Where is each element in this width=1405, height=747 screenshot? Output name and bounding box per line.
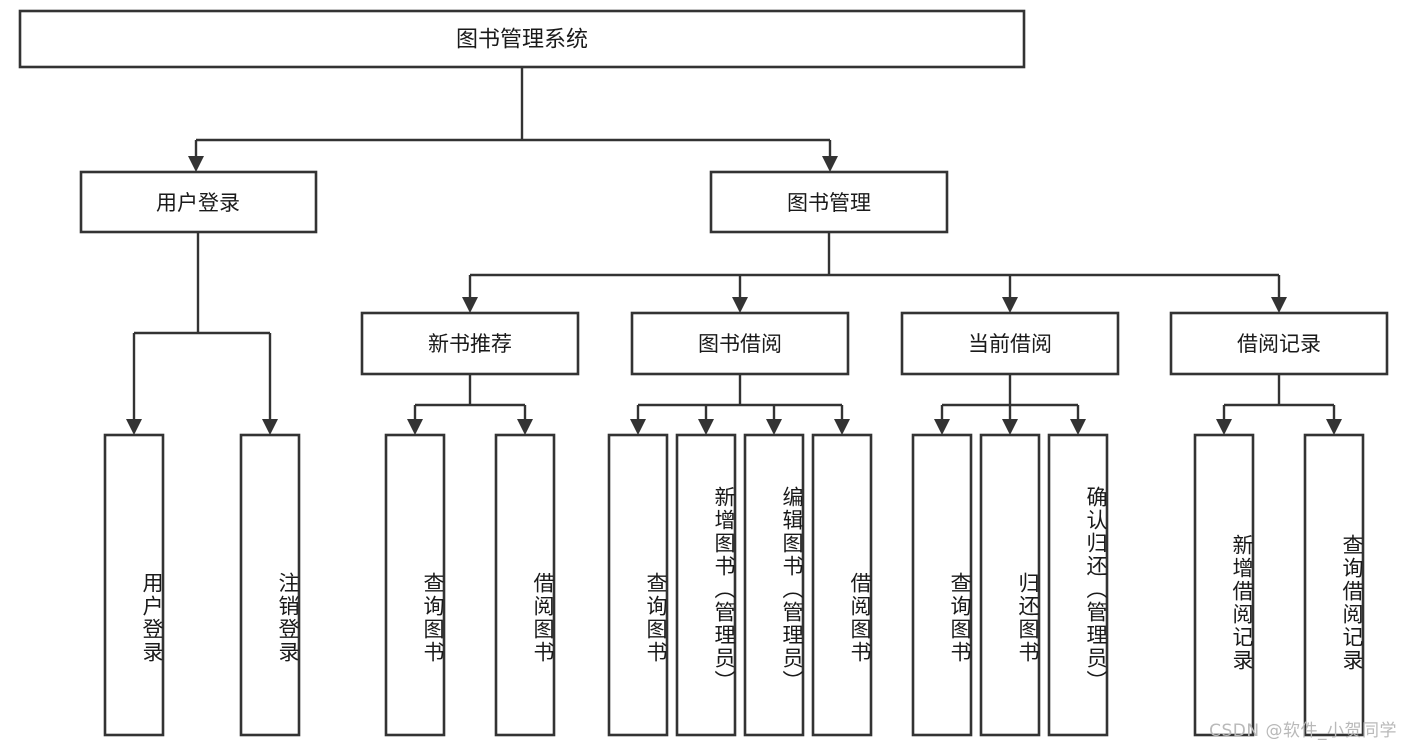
leaf-query-book-1[interactable]: 查询图书: [384, 433, 446, 737]
arrow-head-leaf-query-book-2: [630, 419, 646, 435]
leaf-query-book-2-label: 查询图书: [644, 571, 668, 664]
arrow-head-leaf-user-login: [126, 419, 142, 435]
leaf-add-book-box[interactable]: [675, 433, 737, 737]
leaf-edit-book[interactable]: 编辑图书（管理员）: [743, 433, 805, 737]
new-book-recommend-label: 新书推荐: [428, 332, 512, 356]
arrow-head-leaf-confirm-return: [1070, 419, 1086, 435]
arrow-head-current-borrow: [1002, 297, 1018, 313]
leaf-query-book-1-label: 查询图书: [421, 571, 445, 664]
leaf-query-record-box[interactable]: [1303, 433, 1365, 737]
leaf-user-login-box[interactable]: [103, 433, 165, 737]
arrow-head-leaf-borrow-book-1: [517, 419, 533, 435]
book-borrow-box[interactable]: [630, 311, 850, 376]
leaf-add-record-label: 新增借阅记录: [1230, 533, 1254, 672]
leaf-logout[interactable]: 注销登录: [239, 433, 301, 737]
borrow-record-box[interactable]: [1169, 311, 1389, 376]
node-current-borrow[interactable]: 当前借阅: [900, 311, 1120, 376]
leaf-add-record-box[interactable]: [1193, 433, 1255, 737]
leaf-query-record[interactable]: 查询借阅记录: [1303, 433, 1365, 737]
node-user-login[interactable]: 用户登录: [79, 170, 318, 234]
leaf-return-book-label: 归还图书: [1016, 571, 1040, 664]
leaf-confirm-return-box[interactable]: [1047, 433, 1109, 737]
arrow-head-leaf-query-book-3: [934, 419, 950, 435]
edges-layer: [126, 67, 1342, 435]
root-label: 图书管理系统: [456, 28, 588, 53]
arrow-head-borrow-record: [1271, 297, 1287, 313]
node-book-management[interactable]: 图书管理: [709, 170, 949, 234]
leaf-borrow-book-1[interactable]: 借阅图书: [494, 433, 556, 737]
leaf-query-book-3-box[interactable]: [911, 433, 973, 737]
arrow-head-leaf-borrow-book-2: [834, 419, 850, 435]
arrow-head-book-management: [822, 156, 838, 172]
node-root[interactable]: 图书管理系统: [18, 9, 1026, 69]
leaf-query-book-2-box[interactable]: [607, 433, 669, 737]
arrow-head-leaf-return-book: [1002, 419, 1018, 435]
current-borrow-label: 当前借阅: [968, 332, 1052, 356]
new-book-recommend-box[interactable]: [360, 311, 580, 376]
arrow-head-leaf-add-book: [698, 419, 714, 435]
leaf-borrow-book-2-box[interactable]: [811, 433, 873, 737]
leaf-logout-label: 注销登录: [276, 571, 300, 664]
leaf-return-book-box[interactable]: [979, 433, 1041, 737]
arrow-head-leaf-add-record: [1216, 419, 1232, 435]
book-management-box[interactable]: [709, 170, 949, 234]
leaf-query-book-3[interactable]: 查询图书: [911, 433, 973, 737]
arrow-head-user-login: [188, 156, 204, 172]
node-new-book-recommend[interactable]: 新书推荐: [360, 311, 580, 376]
root-box[interactable]: [18, 9, 1026, 69]
leaf-confirm-return[interactable]: 确认归还（管理员）: [1047, 433, 1109, 737]
node-borrow-record[interactable]: 借阅记录: [1169, 311, 1389, 376]
leaf-user-login[interactable]: 用户登录: [103, 433, 165, 737]
book-management-label: 图书管理: [787, 191, 871, 215]
leaf-add-book[interactable]: 新增图书（管理员）: [675, 433, 737, 737]
leaf-query-book-1-box[interactable]: [384, 433, 446, 737]
arrow-head-book-borrow: [732, 297, 748, 313]
arrow-head-leaf-edit-book: [766, 419, 782, 435]
arrow-head-new-book-recommend: [462, 297, 478, 313]
arrow-head-leaf-query-book-1: [407, 419, 423, 435]
user-login-box[interactable]: [79, 170, 318, 234]
borrow-record-label: 借阅记录: [1237, 332, 1321, 356]
leaf-logout-box[interactable]: [239, 433, 301, 737]
leaf-add-book-label: 新增图书（管理员）: [712, 485, 736, 693]
leaf-borrow-book-1-label: 借阅图书: [531, 571, 555, 664]
leaf-query-record-label: 查询借阅记录: [1340, 533, 1364, 672]
arrow-head-leaf-logout: [262, 419, 278, 435]
arrow-head-leaf-query-record: [1326, 419, 1342, 435]
leaf-borrow-book-2[interactable]: 借阅图书: [811, 433, 873, 737]
leaf-return-book[interactable]: 归还图书: [979, 433, 1041, 737]
leaf-user-login-label: 用户登录: [140, 571, 164, 664]
leaf-edit-book-box[interactable]: [743, 433, 805, 737]
watermark-text: CSDN @软件_小贺同学: [1209, 721, 1397, 741]
leaf-edit-book-label: 编辑图书（管理员）: [780, 485, 804, 693]
leaf-confirm-return-label: 确认归还（管理员）: [1084, 485, 1108, 693]
leaf-query-book-2[interactable]: 查询图书: [607, 433, 669, 737]
leaf-add-record[interactable]: 新增借阅记录: [1193, 433, 1255, 737]
current-borrow-box[interactable]: [900, 311, 1120, 376]
user-login-label: 用户登录: [156, 191, 240, 215]
book-borrow-label: 图书借阅: [698, 332, 782, 356]
leaf-query-book-3-label: 查询图书: [948, 571, 972, 664]
node-book-borrow[interactable]: 图书借阅: [630, 311, 850, 376]
leaf-borrow-book-1-box[interactable]: [494, 433, 556, 737]
leaf-borrow-book-2-label: 借阅图书: [848, 571, 872, 664]
